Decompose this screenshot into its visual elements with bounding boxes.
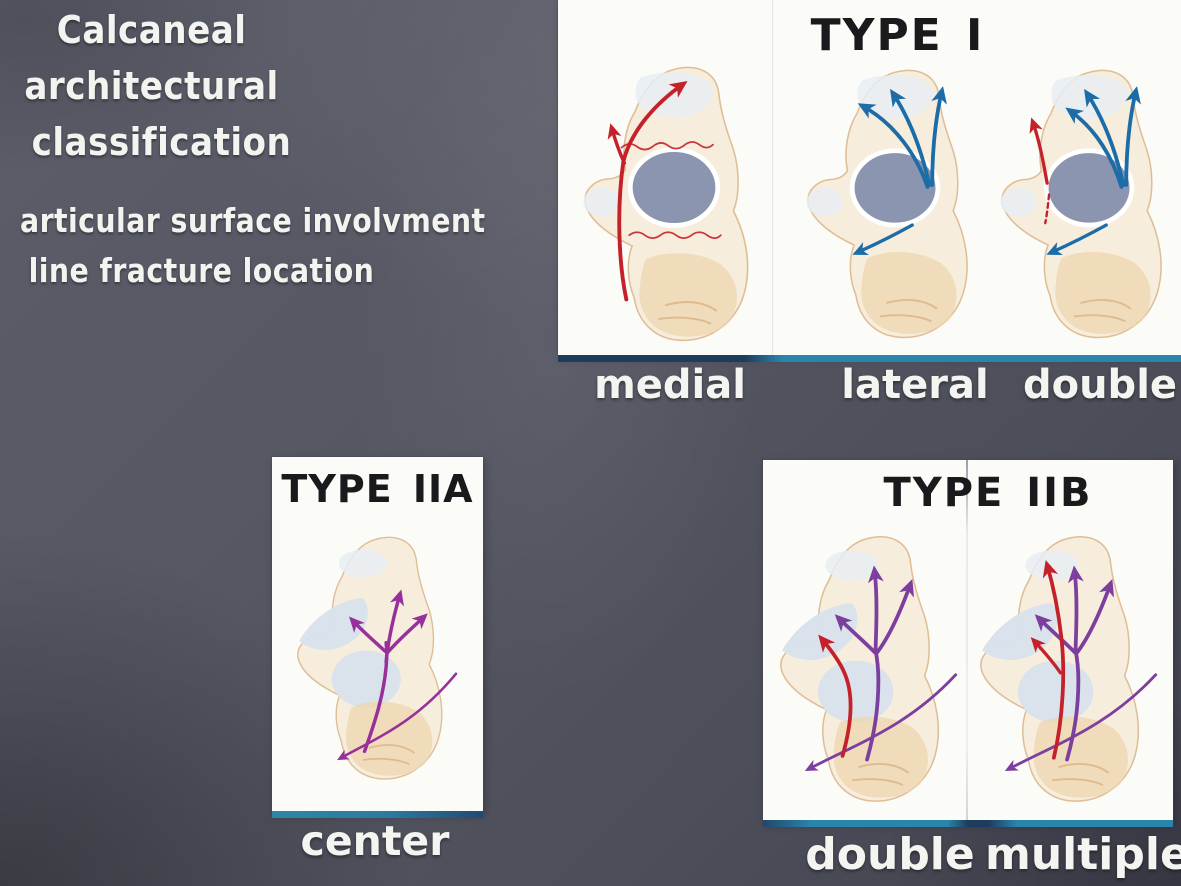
label-multiple: multiple [985,829,1181,880]
calcaneus-illustration-lateral [796,60,996,352]
type2a-panel-title: TYPE IIA [281,467,474,511]
slide-title-line: architectural [24,64,279,108]
slide-title-line: Calcaneal [56,8,247,52]
type2b-panel-title: TYPE IIB [883,470,1093,516]
label-medial: medial [594,362,746,408]
fracture-arrows-red [607,80,722,302]
type2a-panel-baseline [272,811,483,818]
slide-subtitle: articular surface involvment line fractu… [20,196,486,296]
fracture-arrows-red-blue [1029,86,1141,255]
type2b-panel-baseline [763,820,1173,827]
type2a-panel: TYPE IIA [272,457,483,813]
calcaneus-illustration-iib-double [779,535,958,803]
type1-bones-row [558,58,1181,354]
fracture-arrows-blue [852,86,947,255]
type1-panel: TYPE I [558,0,1181,355]
label-center: center [300,817,450,865]
type2b-panel: TYPE IIB [763,460,1173,822]
type1-panel-baseline [558,355,1181,362]
fracture-arrows-purple-red [804,565,958,772]
calcaneus-illustration-iib-multiple [979,535,1158,803]
calcaneus-illustration-double [990,60,1181,352]
type1-panel-title: TYPE I [810,10,985,61]
label-lateral: lateral [841,362,989,408]
slide-title: Calcaneal architectural classification [10,2,291,170]
label-double: double [1022,362,1178,408]
slide-subtitle-line: articular surface involvment [20,201,486,240]
fracture-arrows-purple-red [1004,559,1158,772]
label-double: double [805,829,975,880]
panel-card-seam [772,0,773,355]
slide-title-line: classification [31,120,292,164]
slide-subtitle-line: line fracture location [28,251,375,290]
fracture-arrows-purple [337,589,458,761]
panel-card-seam [966,460,968,822]
calcaneus-illustration-center [296,536,458,780]
calcaneus-illustration-medial [572,60,778,352]
